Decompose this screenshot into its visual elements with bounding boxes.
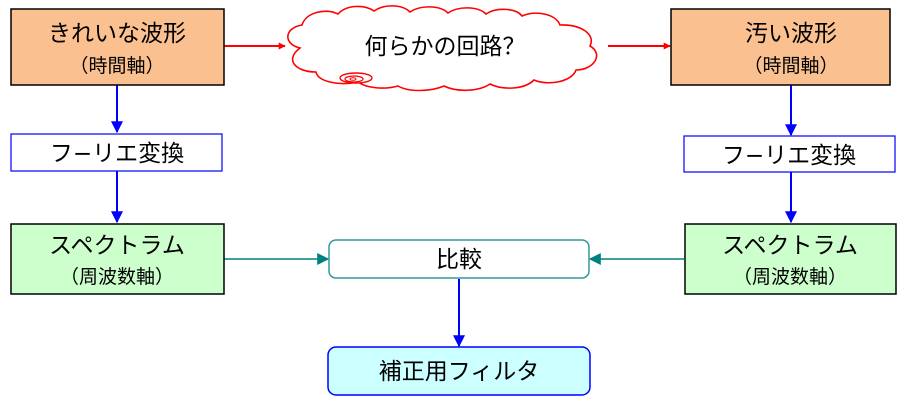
circuit-label: 何らかの回路？: [365, 34, 526, 60]
filter-box: 補正用フィルタ: [327, 346, 591, 396]
cloud-tail-bubble-small: [349, 77, 357, 81]
fft-left-label: フ−リエ変換: [50, 141, 184, 167]
fft-left-box: フ−リエ変換: [10, 133, 223, 172]
filter-label: 補正用フィルタ: [379, 359, 540, 385]
fft-right-box: フ−リエ変換: [683, 135, 896, 173]
spectrum-left-box: スペクトラム （周波数軸）: [10, 223, 225, 295]
circuit-cloud: 何らかの回路？: [287, 5, 598, 92]
spectrum-left-title: スペクトラム: [49, 233, 185, 259]
compare-box: 比較: [328, 239, 590, 279]
dirty-wave-title: 汚い波形: [745, 21, 837, 47]
compare-label: 比較: [436, 247, 482, 273]
cloud-shape: [287, 5, 598, 92]
dirty-wave-subtitle: （時間軸）: [743, 55, 838, 77]
clean-wave-title: きれいな波形: [48, 21, 186, 47]
spectrum-right-title: スペクトラム: [722, 233, 858, 259]
clean-wave-box: きれいな波形 （時間軸）: [10, 8, 225, 86]
spectrum-right-box: スペクトラム （周波数軸）: [684, 223, 897, 295]
clean-wave-subtitle: （時間軸）: [69, 55, 164, 77]
spectrum-left-subtitle: （周波数軸）: [60, 266, 174, 288]
fft-right-label: フ−リエ変換: [722, 143, 856, 169]
dirty-wave-box: 汚い波形 （時間軸）: [670, 8, 891, 86]
spectrum-right-subtitle: （周波数軸）: [733, 266, 847, 288]
